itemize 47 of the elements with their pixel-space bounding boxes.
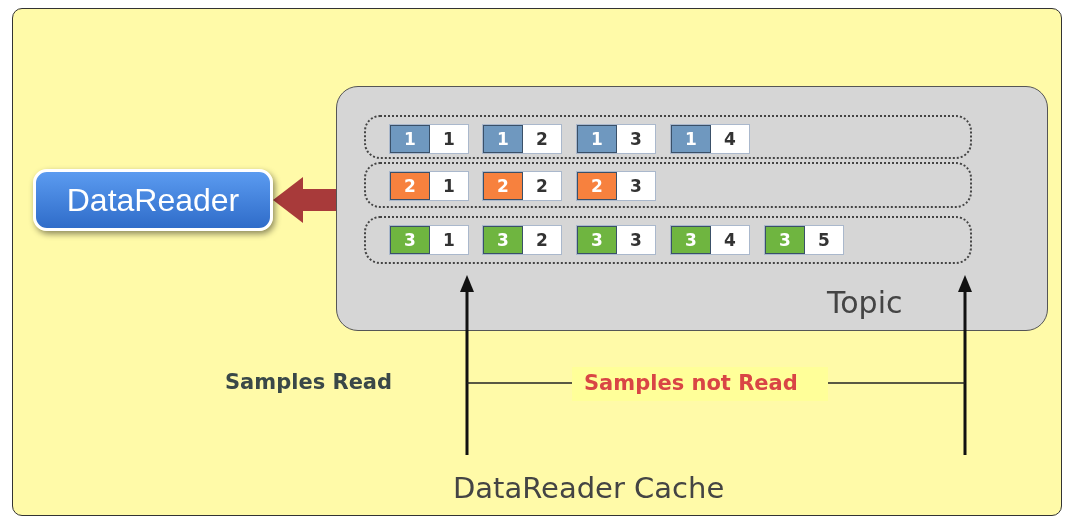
instance-row (364, 162, 972, 208)
instance-tag: 1 (577, 125, 617, 153)
instance-tag: 3 (765, 226, 805, 254)
sample-chip (482, 225, 562, 255)
block-arrow (273, 177, 336, 223)
instance-row (364, 115, 972, 159)
instance-row (364, 216, 972, 264)
instance-tag: 3 (483, 226, 523, 254)
instance-tag: 3 (577, 226, 617, 254)
span-label: Samples not Read (572, 367, 828, 401)
panel-title: DataReader Cache (453, 471, 725, 505)
instance-tag: 1 (671, 125, 711, 153)
instance-tag: 3 (671, 226, 711, 254)
instance-tag: 2 (390, 172, 430, 200)
sample-chip (576, 171, 656, 201)
sample-chip (670, 124, 750, 154)
sequence-tag: 1 (430, 125, 468, 153)
instance-tag: 1 (390, 125, 430, 153)
sample-chip (670, 225, 750, 255)
sequence-tag: 2 (523, 226, 561, 254)
instance-tag: 1 (483, 125, 523, 153)
sequence-tag: 2 (523, 125, 561, 153)
sample-chip (576, 124, 656, 154)
sequence-tag: 3 (617, 172, 655, 200)
instance-tag: 3 (390, 226, 430, 254)
sample-chip (389, 171, 469, 201)
sequence-tag: 2 (523, 172, 561, 200)
sequence-tag: 3 (617, 226, 655, 254)
sample-chip (764, 225, 844, 255)
sequence-tag: 3 (617, 125, 655, 153)
sample-chip (482, 124, 562, 154)
reader-box: DataReader (33, 169, 273, 231)
sequence-tag: 4 (711, 226, 749, 254)
sequence-tag: 1 (430, 226, 468, 254)
sequence-tag: 1 (430, 172, 468, 200)
topic-box (336, 86, 1048, 331)
sample-chip (389, 225, 469, 255)
topic-title: Topic (827, 285, 903, 320)
sample-chip (482, 171, 562, 201)
cache-panel (12, 8, 1062, 516)
sample-chip (576, 225, 656, 255)
instance-tag: 2 (483, 172, 523, 200)
sample-chip (389, 124, 469, 154)
sequence-tag: 5 (805, 226, 843, 254)
sequence-tag: 4 (711, 125, 749, 153)
instance-tag: 2 (577, 172, 617, 200)
side-label: Samples Read (225, 370, 393, 394)
